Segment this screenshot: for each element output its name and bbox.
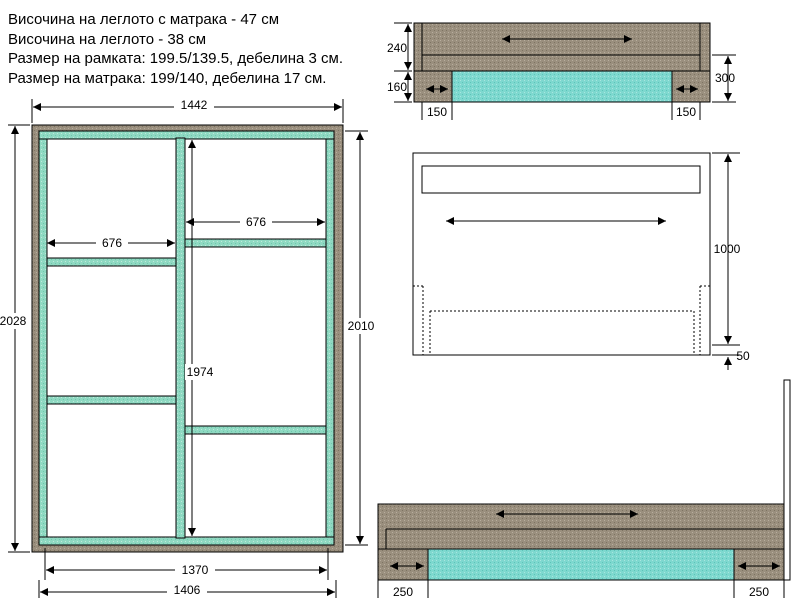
headboard-top-slot [421,165,701,194]
dim-base-width: 1406 [174,583,201,597]
dim-center-beam: 1974 [187,365,214,379]
plan-slat-right-1 [184,238,327,248]
dim-outer-length: 2028 [0,314,27,328]
dim-right-inset: 150 [676,105,696,119]
dim-slat-left: 676 [102,236,122,250]
dim-outer-width: 1442 [181,98,208,112]
plan-top-rail [38,130,335,140]
plan-left-rail [38,130,48,546]
notes-list: Височина на леглото с матрака - 47 см Ви… [8,10,343,88]
plan-slat-left-1 [46,257,177,267]
dim-long-right-inset: 250 [749,585,769,599]
dim-slat-right: 676 [246,215,266,229]
side-upper-board [413,22,711,72]
dim-upper-height: 240 [387,41,407,55]
plan-right-rail [325,130,335,546]
dim-total-height: 300 [715,71,735,85]
plan-bottom-rail [38,536,335,546]
long-upper-board [377,503,785,550]
dim-headboard-base: 50 [736,349,750,363]
note-mattress-height: Височина на леглото с матрака - 47 см [8,11,280,28]
dim-left-inset: 150 [427,105,447,119]
note-frame-size: Размер на рамката: 199.5/139.5, дебелина… [8,50,343,67]
side-mattress [451,70,673,103]
plan-view: 1442 1370 1406 2028 2010 1974 676 [0,97,376,598]
headboard-view: 1000 50 [412,152,750,370]
dim-long-left-inset: 250 [393,585,413,599]
plan-slat-left-2 [46,395,177,405]
note-mattress-size: Размер на матрака: 199/140, дебелина 17 … [8,69,327,87]
long-headboard-post [783,379,791,581]
dim-inner-width: 1370 [182,563,209,577]
side-section: 240 160 300 150 150 [387,22,736,120]
dim-inner-length: 2010 [348,319,375,333]
long-mattress [427,548,735,581]
plan-center-beam [175,137,186,539]
dim-lower-height: 160 [387,80,407,94]
dim-headboard-height: 1000 [714,242,741,256]
note-bed-height: Височина на леглото - 38 см [8,30,207,48]
plan-inner-open [44,137,332,539]
plan-slat-right-2 [184,425,327,435]
long-section: 250 250 [377,379,791,599]
